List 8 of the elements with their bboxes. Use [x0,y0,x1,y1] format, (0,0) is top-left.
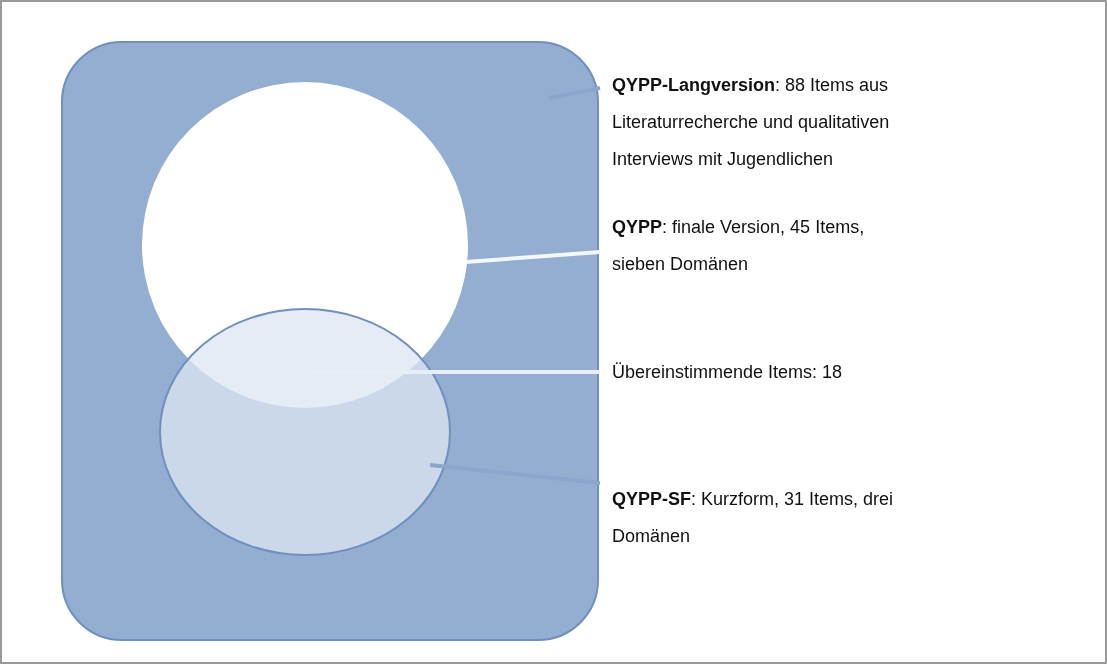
leader-line [465,250,601,264]
callout-text: QYPP-Langversion: 88 Items aus Literaturrecherche und qualitativen Interviews mit Jugendlichen [612,67,917,178]
callout-text: QYPP-SF: Kurzform, 31 Items, drei Domänen [612,481,917,555]
callout-text: QYPP: finale Version, 45 Items, sieben Domänen [612,209,917,283]
callout-text: Übereinstimmende Items: 18 [612,354,917,391]
leader-line [548,86,601,100]
leader-line [429,463,601,485]
circle [159,308,451,556]
